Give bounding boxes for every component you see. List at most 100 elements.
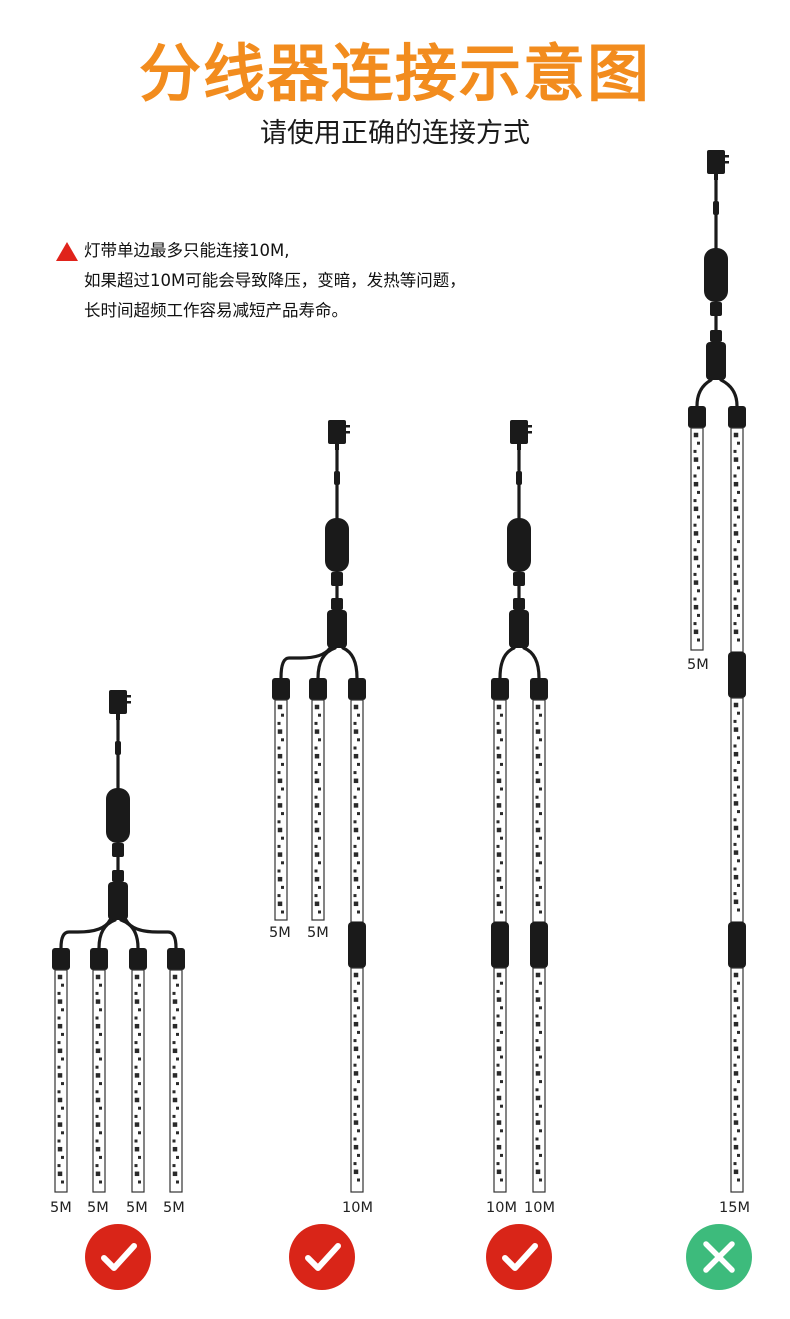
- d1-split-wire-3: [119, 918, 140, 950]
- d3-strip-1-segment-1-led: [496, 852, 502, 857]
- d1-strip-2-led: [99, 1032, 102, 1036]
- d4-strip-2-segment-3-led: [733, 1063, 737, 1067]
- d2-strip-3-segment-1-led: [353, 869, 357, 873]
- d4-power-adapter-prong: [725, 155, 729, 158]
- d1-strip-2-led: [99, 1131, 102, 1135]
- d4-strip-2-segment-1-led: [737, 466, 740, 470]
- d1-strip-4-led: [176, 1131, 179, 1135]
- d2-strip-3-segment-2-led: [353, 1063, 357, 1067]
- d1-strip-3-plug: [129, 948, 147, 970]
- d4-strip-2-segment-1-led: [733, 555, 739, 561]
- d1-strip-1-led: [61, 1180, 64, 1184]
- d3-strip-1-label: 10M: [486, 1200, 517, 1216]
- d4-strip-1-led: [693, 548, 697, 552]
- d1-power-adapter-neck: [116, 714, 120, 720]
- d4-strip-2-segment-1-led: [733, 531, 739, 536]
- d1-strip-1-led: [57, 1122, 63, 1127]
- d3-strip-2-segment-2-led: [535, 1014, 539, 1018]
- d3-strip-1-segment-1-led: [500, 836, 503, 840]
- d3-strip-2-segment-1-led: [535, 746, 539, 750]
- d2-strip-3-segment-2-led: [353, 997, 359, 1002]
- d2-strip-2-led: [314, 746, 318, 750]
- d3-strip-2-segment-2-led: [535, 1137, 539, 1141]
- d1-strip-3-led: [134, 1041, 138, 1045]
- d3-strip-2-segment-1-led: [535, 721, 539, 725]
- d4-strip-2-segment-3-led: [733, 1071, 739, 1076]
- d2-strip-3-segment-1-led: [357, 910, 360, 914]
- d3-strip-1-segment-2-led: [496, 1112, 500, 1116]
- d1-power-adapter: [109, 690, 127, 714]
- d3-strip-1-segment-1-led: [496, 795, 500, 799]
- d2-strip-2-led: [314, 820, 318, 824]
- d4-strip-2-segment-3-led: [737, 1080, 740, 1084]
- d3-strip-1-segment-1-led: [496, 729, 502, 734]
- d4-strip-2-segment-1-led: [737, 638, 740, 642]
- d3-strip-1-segment-1-led: [500, 762, 503, 766]
- d1-strip-2-led: [95, 1065, 99, 1069]
- d4-strip-2-segment-3-led: [733, 1095, 739, 1101]
- d2-strip-2-led: [314, 704, 320, 710]
- d2-strip-1-led: [277, 729, 283, 734]
- d4-strip-2-segment-3-led: [733, 1046, 739, 1052]
- d4-strip-2-segment-2-led: [733, 769, 737, 773]
- d4-strip-2-segment-3-led: [733, 1162, 737, 1166]
- d2-strip-1-led: [281, 713, 284, 717]
- d2-strip-3-segment-1-led: [357, 738, 360, 742]
- d1-strip-2-led: [99, 1155, 102, 1159]
- d1-strip-3-led: [138, 1008, 141, 1012]
- d2-strip-3-segment-1-led: [357, 787, 360, 791]
- d4-strip-2-segment-3-led: [733, 1120, 739, 1125]
- d3-strip-2-segment-2-led: [539, 1030, 542, 1034]
- d2-strip-3-segment-1-led: [353, 901, 359, 907]
- d4-strip-1-led: [693, 474, 697, 478]
- d2-strip-1-led: [277, 901, 283, 907]
- d3-strip-2-segment-2-led: [539, 1129, 542, 1133]
- check-icon: [305, 1243, 341, 1271]
- d2-strip-3-segment-1-led: [357, 836, 360, 840]
- d4-strip-1-led: [693, 597, 697, 601]
- d2-strip-1-led: [277, 827, 283, 833]
- d1-strip-4-led: [172, 1065, 176, 1069]
- d3-strip-2-segment-1-led: [535, 704, 541, 710]
- d4-strip-2-segment-2-led: [737, 883, 740, 887]
- d1-strip-2-led: [95, 1171, 101, 1177]
- d4-strip-1-led: [697, 638, 700, 642]
- d3-strip-1-segment-2-led: [496, 1088, 500, 1092]
- d1-strip-1-plug: [52, 948, 70, 970]
- d1-strip-2-led: [99, 1082, 102, 1086]
- d1-strip-3-led: [134, 1146, 140, 1152]
- d1-strip-1-led: [57, 1023, 63, 1029]
- d1-strip-3-led: [134, 1122, 140, 1127]
- d1-strip-1-led: [57, 1090, 61, 1094]
- d4-strip-1-led: [697, 589, 700, 593]
- d1-strip-2-led: [95, 1139, 99, 1143]
- d4-splitter-neck: [710, 330, 722, 342]
- d2-strip-3-segment-2-led: [353, 1112, 357, 1116]
- d3-strip-1-segment-1-led: [496, 753, 502, 759]
- d1-strip-4-led: [172, 1023, 178, 1029]
- d1-strip-4-led: [172, 1073, 178, 1078]
- d4-strip-1-led: [693, 629, 699, 635]
- d1-strip-3-led: [134, 1090, 138, 1094]
- d1-strip-2-led: [95, 999, 101, 1004]
- d3-strip-1-segment-2-led: [500, 1080, 503, 1084]
- d4-strip-2-segment-2-led: [737, 834, 740, 838]
- d2-strip-2-led: [314, 771, 318, 775]
- d2-inline-connector: [334, 471, 340, 485]
- d3-strip-1-segment-2-led: [500, 1030, 503, 1034]
- d3-strip-2-segment-1-led: [535, 876, 541, 882]
- d3-strip-2-segment-1-led: [539, 762, 542, 766]
- d3-strip-2-segment-1-led: [535, 795, 539, 799]
- d4-strip-2-segment-3-led: [737, 1129, 740, 1133]
- page-subtitle: 请使用正确的连接方式: [260, 118, 530, 149]
- d1-strip-3-led: [134, 1023, 140, 1029]
- d1-strip-3-led: [134, 1164, 138, 1168]
- d3-strip-1-segment-2-led: [500, 1006, 503, 1010]
- d3-strip-1-segment-2-led: [500, 1129, 503, 1133]
- d3-strip-1-segment-2-led: [500, 1178, 503, 1182]
- d2-strip-3-segment-1-led: [353, 753, 359, 759]
- d2-strip-3-segment-2-led: [353, 1162, 357, 1166]
- d1-strip-2-led: [95, 974, 101, 980]
- d4-strip-2-segment-1-led: [733, 474, 737, 478]
- page-title: 分线器连接示意图: [138, 37, 651, 110]
